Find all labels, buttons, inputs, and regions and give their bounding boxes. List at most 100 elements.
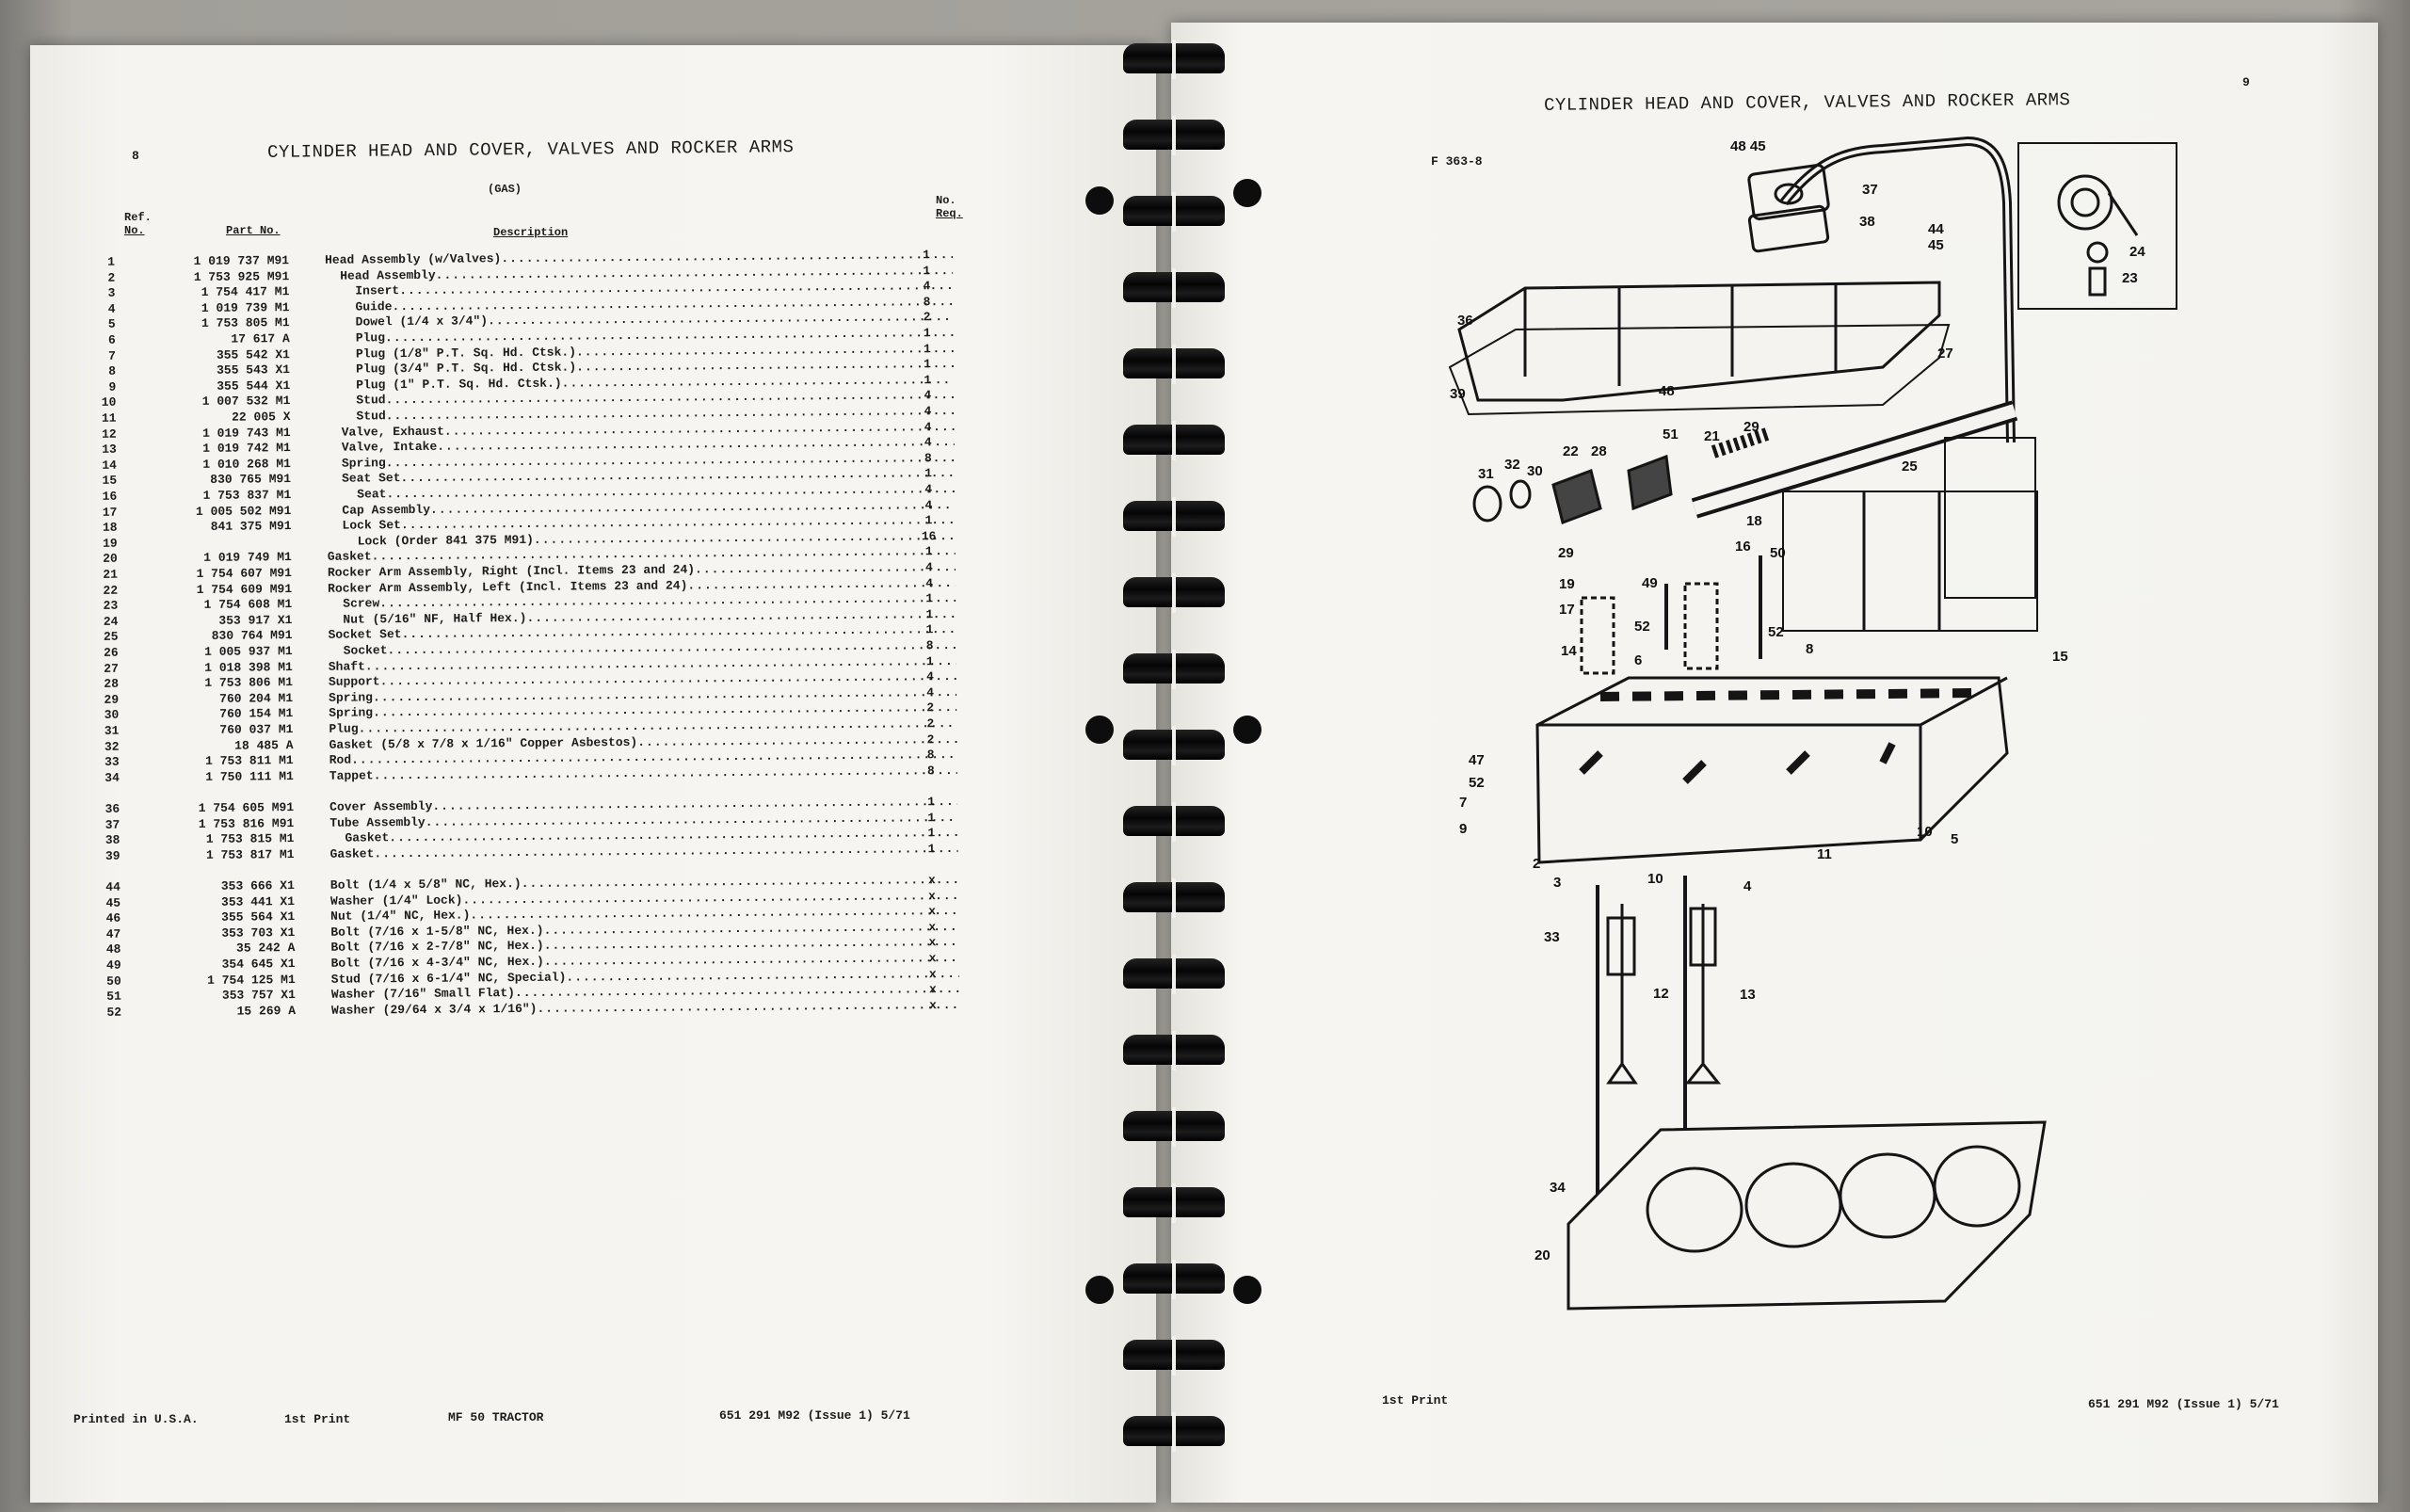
callout-number: 10 [1917,824,1933,840]
rocker-shaft [1691,400,2018,519]
punch-hole [1085,716,1114,744]
callout-number: 30 [1527,463,1543,479]
callout-number: 52 [1768,624,1784,640]
binding-ring [1116,1031,1233,1070]
callout-number: 19 [1559,576,1575,592]
page-gutter [1172,1412,1176,1452]
callout-number: 50 [1770,545,1786,561]
binding-ring [1116,1107,1233,1147]
page-gutter [1172,955,1176,994]
seats-inset [1782,437,2038,632]
callout-number: 24 [2129,244,2145,260]
callout-number: 6 [1634,652,1642,668]
page-gutter [1172,1260,1176,1299]
page-gutter [1172,802,1176,842]
callout-number: 2 [1533,856,1540,872]
binding-ring [1116,268,1233,308]
callout-number: 31 [1478,466,1494,482]
callout-number: 52 [1469,775,1485,791]
callout-number: 10 [1647,871,1663,887]
punch-hole [1233,1276,1261,1304]
callout-number: 14 [1561,643,1577,659]
page-subtitle: (GAS) [488,183,522,196]
callout-number: 48 [1659,383,1675,399]
footer-print: 1st Print [1382,1393,1449,1407]
punch-hole [1233,716,1261,744]
callout-number: 18 [1746,513,1762,529]
callout-number: 39 [1450,386,1466,402]
callout-number: 29 [1558,545,1574,561]
callout-number: 52 [1634,619,1650,635]
callout-number: 9 [1459,821,1467,837]
page-gutter [1172,116,1176,155]
page-gutter [1172,726,1176,765]
punch-hole [1233,179,1261,207]
callout-number: 34 [1550,1180,1566,1196]
spiral-binding [1116,0,1233,1512]
page-gutter [1172,345,1176,384]
binding-ring [1116,497,1233,537]
callout-number: 45 [1928,237,1944,253]
page-gutter [1172,878,1176,918]
binding-ring [1116,1183,1233,1223]
callout-number: 7 [1459,795,1467,811]
figure-id: F 363-8 [1431,154,1483,169]
callout-number: 8 [1806,641,1813,657]
left-page: 8 CYLINDER HEAD AND COVER, VALVES AND RO… [30,45,1156,1503]
binding-ring [1116,345,1233,384]
rocker-arm-inset [2017,142,2177,310]
callout-number: 12 [1653,986,1669,1002]
callout-number: 29 [1743,419,1759,435]
rocker-arms [1472,426,1773,524]
qty-header-line2: Req. [936,207,963,220]
qty-header: No. Req. [936,194,963,220]
footer-model: MF 50 TRACTOR [448,1410,544,1424]
callout-number: 32 [1504,457,1520,473]
page-gutter [1172,497,1176,537]
callout-number: 38 [1859,214,1875,230]
binding-ring [1116,802,1233,842]
callout-number: 16 [1735,539,1751,555]
binding-ring [1116,1336,1233,1375]
binding-ring [1116,878,1233,918]
description-header: Description [493,226,569,239]
valve-cover [1448,281,1951,416]
oil-tube [1747,136,2016,443]
page-number: 9 [2242,75,2250,89]
callout-number: 5 [1951,831,1958,847]
footer-print: 1st Print [284,1412,351,1426]
ref-header-line1: Ref. [124,211,152,224]
footer-doc: 651 291 M92 (Issue 1) 5/71 [719,1408,910,1423]
callout-number: 33 [1544,929,1560,945]
ref-header: Ref. No. [124,211,152,237]
page-number: 8 [132,149,139,163]
callout-number: 23 [2122,270,2138,286]
callout-number: 22 [1563,443,1579,459]
binding-ring [1116,421,1233,460]
head-gasket [1566,1120,2047,1311]
part-no-header: Part No. [226,224,281,237]
callout-number: 17 [1559,602,1575,618]
callout-number: 51 [1663,426,1679,442]
callout-number: 28 [1591,443,1607,459]
binding-ring [1116,955,1233,994]
callout-number: 47 [1469,752,1485,768]
binding-ring [1116,650,1233,689]
valves-and-pushrods [1596,876,1722,1196]
page-gutter [1172,650,1176,689]
callout-number: 48 45 [1730,138,1766,154]
punch-hole [1085,1276,1114,1304]
callout-number: 20 [1534,1247,1550,1263]
callout-number: 36 [1457,313,1473,329]
binding-ring [1116,116,1233,155]
binding-ring [1116,192,1233,232]
punch-hole [1085,186,1114,215]
page-gutter [1172,268,1176,308]
callout-number: 49 [1642,575,1658,591]
page-gutter [1172,573,1176,613]
page-gutter [1172,1336,1176,1375]
page-gutter [1172,40,1176,79]
callout-number: 15 [2052,649,2068,665]
